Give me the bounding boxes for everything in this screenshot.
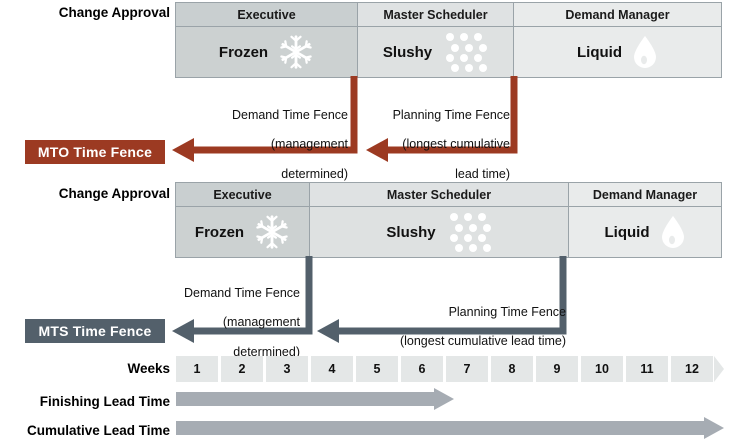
mts-ptf-line1: Planning Time Fence	[448, 304, 566, 319]
mto-header-demand-manager: Demand Manager	[513, 2, 722, 27]
mto-time-fence-badge: MTO Time Fence	[25, 140, 165, 164]
mto-change-approval-label: Change Approval	[58, 5, 170, 20]
mto-demand-time-fence-annotation: Demand Time Fence (management determined…	[196, 93, 348, 182]
dot-grid-icon	[442, 31, 488, 73]
finishing-lead-time-bar	[176, 388, 454, 410]
mts-dtf-line1: Demand Time Fence	[183, 285, 300, 300]
mto-cell-frozen: Frozen	[175, 26, 358, 78]
mto-planning-time-fence-arrow	[366, 76, 518, 162]
mts-ptf-line2: (longest cumulative lead time)	[399, 334, 566, 349]
mts-cell-frozen: Frozen	[175, 206, 310, 258]
weeks-row: 1 2 3 4 5 6 7 8 9 10 11 12	[176, 356, 724, 382]
mts-dtf-line2: (management	[222, 315, 300, 330]
mts-cell-liquid-label: Liquid	[604, 223, 650, 241]
mts-dtf-line3: determined)	[233, 344, 300, 359]
mto-dtf-line1: Demand Time Fence	[231, 107, 348, 122]
mto-header-master-scheduler: Master Scheduler	[357, 2, 514, 27]
cumulative-lead-time-bar	[176, 417, 724, 439]
week-cell: 4	[311, 356, 353, 382]
cumulative-lead-time-label: Cumulative Lead Time	[26, 423, 170, 438]
weeks-row-label: Weeks	[127, 361, 170, 376]
mto-header-executive: Executive	[175, 2, 358, 27]
mts-change-approval-label: Change Approval	[58, 186, 170, 201]
week-cell: 11	[626, 356, 668, 382]
snowflake-icon	[278, 34, 314, 70]
dot-grid-icon	[446, 211, 492, 253]
mto-ptf-line1: Planning Time Fence	[392, 107, 510, 122]
mto-dtf-line2: (management	[270, 137, 348, 152]
week-cell: 3	[266, 356, 308, 382]
mts-demand-time-fence-arrow	[172, 256, 313, 343]
week-cell: 9	[536, 356, 578, 382]
mts-header-master-scheduler: Master Scheduler	[309, 182, 569, 207]
mts-cell-slushy: Slushy	[309, 206, 569, 258]
mto-dtf-line3: determined)	[281, 166, 348, 181]
week-cell: 2	[221, 356, 263, 382]
mts-cell-liquid: Liquid	[568, 206, 722, 258]
water-drop-icon	[632, 35, 658, 69]
mto-planning-time-fence-annotation: Planning Time Fence (longest cumulative …	[366, 93, 510, 182]
mts-header-executive: Executive	[175, 182, 310, 207]
week-cell: 10	[581, 356, 623, 382]
week-cell: 1	[176, 356, 218, 382]
mts-cell-frozen-label: Frozen	[194, 223, 245, 241]
mts-planning-time-fence-arrow	[317, 256, 567, 343]
mto-ptf-line2: (longest cumulative	[402, 137, 510, 152]
mto-cell-frozen-label: Frozen	[218, 43, 269, 61]
mto-cell-slushy: Slushy	[357, 26, 514, 78]
week-cell: 7	[446, 356, 488, 382]
mto-ptf-line3: lead time)	[455, 166, 510, 181]
mto-demand-time-fence-arrow	[172, 76, 358, 162]
mts-header-demand-manager: Demand Manager	[568, 182, 722, 207]
mto-cell-slushy-label: Slushy	[382, 43, 433, 61]
water-drop-icon	[660, 215, 686, 249]
weeks-continuation-arrow-icon	[714, 356, 724, 382]
snowflake-icon	[254, 214, 290, 250]
finishing-lead-time-label: Finishing Lead Time	[39, 394, 170, 409]
week-cell: 5	[356, 356, 398, 382]
mts-demand-time-fence-annotation: Demand Time Fence (management determined…	[152, 271, 300, 360]
week-cell: 8	[491, 356, 533, 382]
mts-time-fence-badge: MTS Time Fence	[25, 319, 165, 343]
mts-planning-time-fence-annotation: Planning Time Fence (longest cumulative …	[352, 290, 566, 349]
mto-cell-liquid: Liquid	[513, 26, 722, 78]
week-cell: 6	[401, 356, 443, 382]
mts-cell-slushy-label: Slushy	[386, 223, 436, 241]
week-cell: 12	[671, 356, 713, 382]
mto-cell-liquid-label: Liquid	[577, 43, 622, 61]
